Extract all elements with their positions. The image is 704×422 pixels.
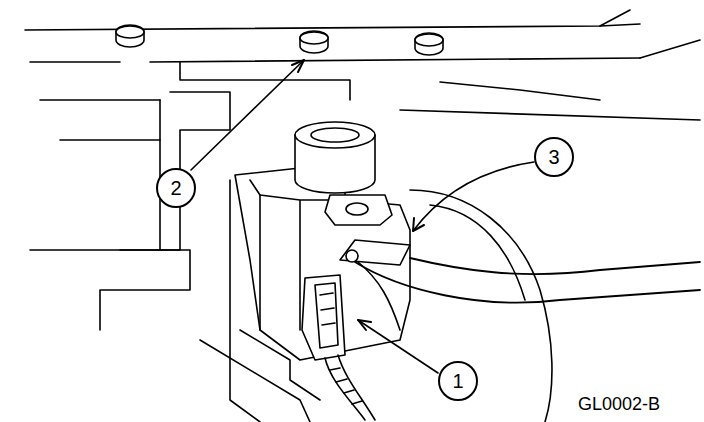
figure-number: GL0002-B — [578, 394, 660, 415]
callout-number: 2 — [156, 168, 196, 208]
callout-number: 3 — [534, 137, 574, 177]
callout-number: 1 — [438, 361, 478, 401]
